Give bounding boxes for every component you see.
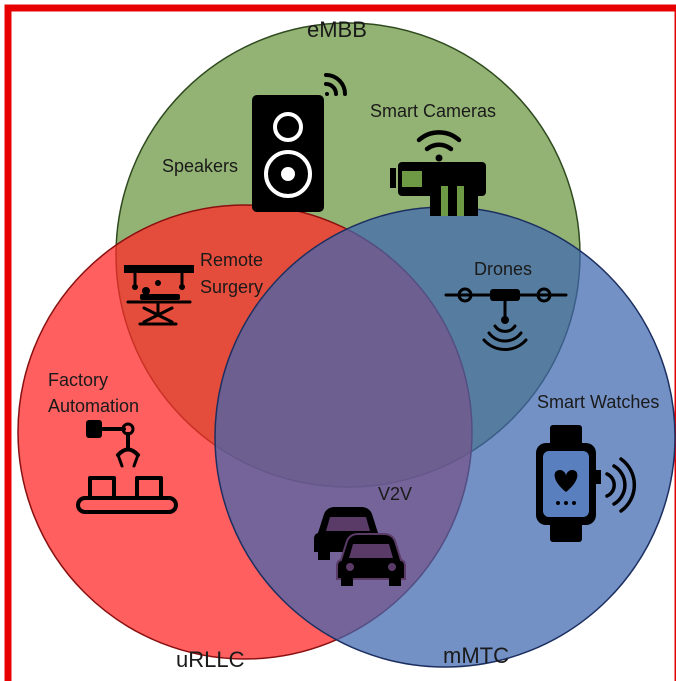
surgery-icon — [124, 265, 194, 326]
speakers-label: Speakers — [162, 156, 238, 176]
v2v-label: V2V — [378, 484, 412, 504]
mmtc-circle — [214, 206, 676, 668]
watch-signal-icon — [605, 457, 637, 513]
mmtc-label: mMTC — [443, 643, 509, 668]
camera-icon — [390, 162, 486, 216]
embb-label: eMBB — [307, 17, 367, 42]
factory-label-1: Factory — [48, 370, 108, 390]
factory-label-2: Automation — [48, 396, 139, 416]
smart-cameras-label: Smart Cameras — [370, 101, 496, 121]
robot-arm-icon — [76, 420, 178, 514]
speaker-signal-icon — [324, 73, 347, 96]
smartwatch-icon — [536, 425, 601, 542]
cars-icon — [314, 507, 406, 586]
remote-surgery-label-2: Surgery — [200, 277, 263, 297]
drone-icon — [444, 287, 568, 351]
speaker-icon — [252, 95, 324, 212]
wifi-icon — [416, 130, 462, 162]
drones-label: Drones — [474, 259, 532, 279]
remote-surgery-label-1: Remote — [200, 250, 263, 270]
smart-watches-label: Smart Watches — [537, 392, 659, 412]
frame-border — [4, 4, 676, 681]
urllc-label: uRLLC — [176, 647, 245, 672]
